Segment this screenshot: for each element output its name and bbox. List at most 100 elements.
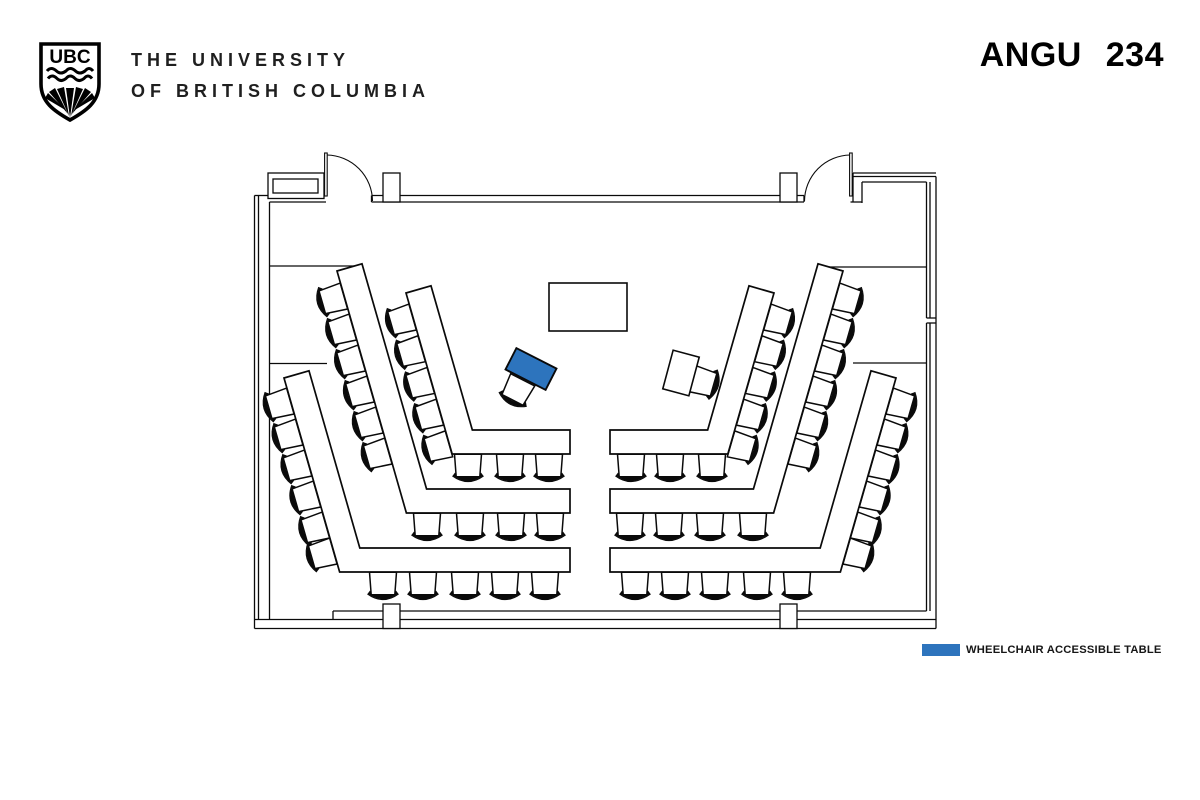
tiered-table-right-back-tier — [609, 369, 898, 573]
chair-back-outer — [765, 371, 777, 402]
chair-back-outer — [305, 541, 318, 573]
chair-back-outer — [783, 307, 796, 339]
ubc-wave-2 — [46, 74, 94, 82]
chair-seat — [368, 571, 398, 596]
chair-back-outer — [888, 453, 900, 485]
door-swing-arc — [326, 154, 374, 202]
university-wordmark: THE UNIVERSITY OF BRITISH COLUMBIA — [131, 45, 430, 107]
chair-back-outer — [654, 475, 686, 483]
chair — [696, 453, 728, 483]
chair-back-outer — [271, 422, 283, 454]
chair — [412, 398, 445, 434]
chair — [495, 512, 527, 542]
chair — [619, 571, 651, 601]
chair-back-outer — [696, 475, 728, 483]
chair-seat — [495, 453, 525, 478]
chair-back-outer — [495, 534, 527, 542]
chair-back-outer — [708, 369, 720, 400]
chair-seat — [695, 512, 725, 537]
column-pilaster — [779, 603, 798, 630]
chair-back-outer — [411, 534, 443, 542]
door-swing-arc — [803, 154, 851, 202]
chair — [822, 313, 855, 349]
chair — [762, 303, 796, 339]
chair-back-outer — [316, 286, 328, 318]
chairs-layer — [262, 282, 918, 601]
chair-back-outer — [367, 593, 399, 601]
column-pilaster — [382, 603, 401, 630]
chair-back-outer — [737, 534, 769, 542]
chair-seat — [697, 453, 727, 478]
chair — [849, 511, 882, 547]
university-name-line2: OF BRITISH COLUMBIA — [131, 81, 430, 101]
chair-back-outer — [816, 410, 829, 442]
chair — [615, 453, 647, 483]
chair — [804, 375, 838, 411]
chair — [494, 453, 526, 483]
chair-seat — [490, 571, 520, 596]
chair — [489, 571, 521, 601]
chair — [787, 437, 820, 473]
projection-screen — [548, 282, 628, 332]
chair — [498, 372, 536, 408]
chair-back-outer — [289, 484, 301, 516]
chair-back-outer — [421, 434, 433, 466]
chair — [735, 398, 768, 434]
chair — [533, 453, 565, 483]
door-leaf — [849, 152, 853, 197]
chair-back-outer — [615, 475, 647, 483]
chair — [858, 480, 891, 516]
chair-back-outer — [449, 593, 481, 601]
chair-back-outer — [756, 402, 768, 434]
column-pilaster — [779, 172, 798, 203]
chair-seat — [408, 571, 438, 596]
chair-back-outer — [534, 534, 566, 542]
chair — [842, 537, 875, 573]
chair — [654, 453, 686, 483]
chair — [699, 571, 731, 601]
chair — [452, 453, 484, 483]
chair-seat — [530, 571, 560, 596]
chair — [614, 512, 646, 542]
chair — [529, 571, 561, 601]
chair-seat — [500, 372, 536, 407]
chair — [813, 344, 846, 380]
chair-back-outer — [747, 434, 759, 466]
chair-back-outer — [529, 593, 561, 601]
chair-back-outer — [360, 441, 373, 473]
chair — [741, 571, 773, 601]
chair-back-outer — [774, 339, 786, 371]
chair-seat — [660, 571, 690, 596]
chair-back-outer — [807, 441, 820, 473]
chair-back-outer — [694, 534, 726, 542]
chair-back-outer — [262, 391, 275, 423]
chair-seat — [453, 453, 483, 478]
chair-back-outer — [905, 391, 918, 423]
chair-back-outer — [407, 593, 439, 601]
chair-seat — [620, 571, 650, 596]
chair-back-outer — [454, 534, 486, 542]
chair — [289, 480, 322, 516]
wall-recess-box-inner — [272, 178, 319, 194]
chair — [334, 344, 367, 380]
chair-back-outer — [394, 339, 406, 371]
tiered-table-left-back-tier — [282, 369, 571, 573]
chair-seat — [534, 453, 564, 478]
chair — [407, 571, 439, 601]
ubc-sun-rays — [45, 87, 95, 118]
chair-back-outer — [614, 534, 646, 542]
chair — [384, 303, 418, 339]
tiered-table-left-front-tier — [404, 284, 571, 455]
chair-seat — [782, 571, 812, 596]
chair-seat — [742, 571, 772, 596]
chair-back-outer — [659, 593, 691, 601]
chair — [262, 387, 295, 423]
chair — [325, 313, 358, 349]
chair — [694, 512, 726, 542]
ubc-wave-1 — [45, 67, 95, 75]
chair-seat — [535, 512, 565, 537]
chair-seat — [654, 512, 684, 537]
chair-back-outer — [325, 317, 337, 349]
chair-back-outer — [489, 593, 521, 601]
room-title: ANGU 234 — [979, 36, 1164, 74]
